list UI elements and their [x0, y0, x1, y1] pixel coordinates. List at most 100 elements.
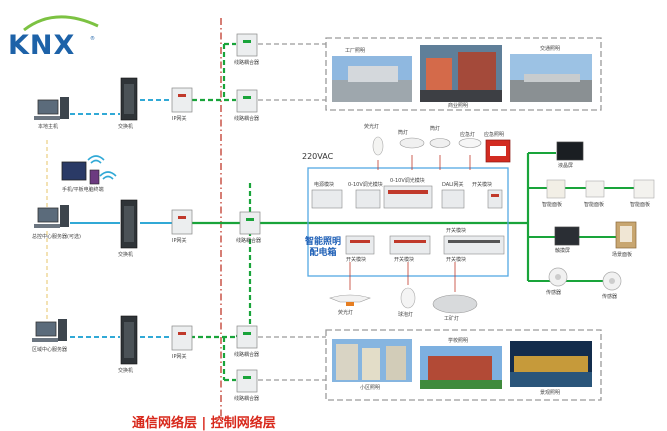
cabinet-title-line1: 智能照明: [305, 237, 342, 247]
module-6-label: 开关模块: [346, 257, 367, 263]
panel-1-icon: [556, 141, 584, 161]
module-8-icon: [443, 235, 505, 255]
cabinet-title: 智能照明 配电箱: [305, 237, 341, 259]
fixture-8-icon: [432, 294, 478, 314]
module-2-icon: [355, 189, 381, 209]
panel-6-icon: [615, 221, 637, 249]
fixture-2-icon: [399, 137, 425, 149]
ipgw-bottom-icon: [171, 325, 193, 351]
ipgw-bottom-label: IP网关: [172, 354, 187, 360]
top-photo-frame: [325, 37, 602, 111]
module-1-label: 电源模块: [314, 182, 335, 188]
switch-bottom-label: 交换机: [118, 368, 134, 374]
pc-top-label: 本地主机: [38, 124, 59, 130]
cabinet-title-line2: 配电箱: [309, 248, 337, 258]
panel-2-label: 智能面板: [542, 202, 563, 208]
coupler-5-label: 线路耦合器: [234, 396, 260, 402]
bottom-photo-frame: [325, 329, 602, 401]
module-5-label: 开关模块: [472, 182, 493, 188]
fixture-4-label: 应急灯: [460, 132, 476, 138]
bottom-photo-caption-2: 学校照明: [448, 338, 469, 344]
knx-logo-arc: [23, 15, 99, 32]
module-7-label: 开关模块: [394, 257, 415, 263]
switch-bottom-icon: [120, 315, 138, 365]
fixture-1-icon: [372, 136, 384, 156]
ipgw-top-icon: [171, 87, 193, 113]
pc-bottom-icon: [32, 319, 67, 342]
pc-mid-icon: [34, 205, 69, 228]
top-photo-caption-1: 工厂照明: [345, 48, 366, 54]
module-4-label: DALI网关: [442, 182, 464, 188]
module-9-label: 开关模块: [446, 228, 467, 234]
panel-4-label: 智能面板: [630, 202, 651, 208]
switch-mid-label: 交换机: [118, 252, 134, 258]
ipgw-top-label: IP网关: [172, 116, 187, 122]
switch-top-label: 交换机: [118, 124, 134, 130]
fixture-1-label: 荧光灯: [364, 124, 380, 130]
photo-landscape: [510, 341, 592, 387]
fixture-6-label: 荧光灯: [338, 310, 354, 316]
panel-3-label: 智能面板: [584, 202, 605, 208]
ipgw-mid-icon: [171, 209, 193, 235]
module-8-label: 开关模块: [446, 257, 467, 263]
panel-5-icon: [554, 226, 580, 246]
coupler-2-label: 线路耦合器: [234, 116, 260, 122]
module-6-icon: [345, 235, 375, 255]
module-3-icon: [383, 185, 433, 209]
layer-caption: 通信网络层 | 控制网络层: [132, 416, 276, 431]
coupler-3-icon: [239, 211, 261, 235]
panel-6-label: 场景面板: [612, 252, 633, 258]
voltage-label: 220VAC: [302, 152, 334, 161]
photo-factory: [332, 56, 412, 102]
photo-residential: [332, 339, 412, 382]
switch-mid-icon: [120, 199, 138, 249]
photo-traffic: [510, 54, 592, 102]
fixture-5-icon: [485, 139, 511, 163]
fixture-6-icon: [329, 294, 371, 306]
switch-top-icon: [120, 77, 138, 121]
fixture-7-icon: [400, 287, 416, 309]
fixture-2-label: 筒灯: [398, 130, 409, 136]
panel-3-icon: [585, 180, 605, 198]
photo-commercial: [420, 45, 502, 102]
module-5-icon: [487, 189, 503, 209]
top-photo-caption-2: 商业照明: [448, 103, 469, 109]
photo-school: [420, 346, 502, 389]
coupler-4-label: 线路耦合器: [234, 352, 260, 358]
panel-4-icon: [633, 179, 655, 199]
module-2-label: 0-10V调光模块: [348, 182, 383, 188]
knx-logo-text: KNX: [8, 30, 76, 61]
panel-1-label: 液晶屏: [558, 163, 574, 169]
fixture-8-label: 工矿灯: [444, 316, 460, 322]
coupler-2-icon: [236, 89, 258, 113]
panel-7-icon: [548, 267, 568, 287]
ipgw-mid-label: IP网关: [172, 238, 187, 244]
fixture-5-label: 应急照明: [484, 132, 505, 138]
panel-5-label: 触摸屏: [555, 248, 571, 254]
module-4-icon: [441, 189, 465, 209]
fixture-7-label: 球泡灯: [398, 312, 414, 318]
module-1-icon: [311, 189, 343, 209]
fixture-3-label: 筒灯: [430, 126, 441, 132]
wifi-icon: [87, 155, 117, 180]
pc-mid-label: 总控中心服务器(可选): [32, 234, 81, 240]
pc-bottom-label: 区域中心服务器: [32, 347, 68, 353]
coupler-1-icon: [236, 33, 258, 57]
tablet-phone-icon: [61, 161, 100, 185]
top-photo-caption-3: 交通照明: [540, 46, 561, 52]
knx-logo-mark: ®: [90, 36, 95, 42]
panel-2-icon: [546, 179, 566, 199]
tablet-label: 手机/平板电脑终端: [62, 187, 104, 193]
panel-7-label: 传感器: [546, 290, 562, 296]
module-3-label: 0-10V调光模块: [390, 178, 425, 184]
module-7-icon: [389, 235, 431, 255]
fixture-4-icon: [458, 138, 482, 148]
coupler-5-icon: [236, 369, 258, 393]
panel-8-label: 传感器: [602, 294, 618, 300]
bottom-photo-caption-3: 景观照明: [540, 390, 561, 396]
pc-top-icon: [34, 97, 69, 120]
panel-8-icon: [602, 271, 622, 291]
fixture-3-icon: [429, 138, 451, 148]
coupler-4-icon: [236, 325, 258, 349]
